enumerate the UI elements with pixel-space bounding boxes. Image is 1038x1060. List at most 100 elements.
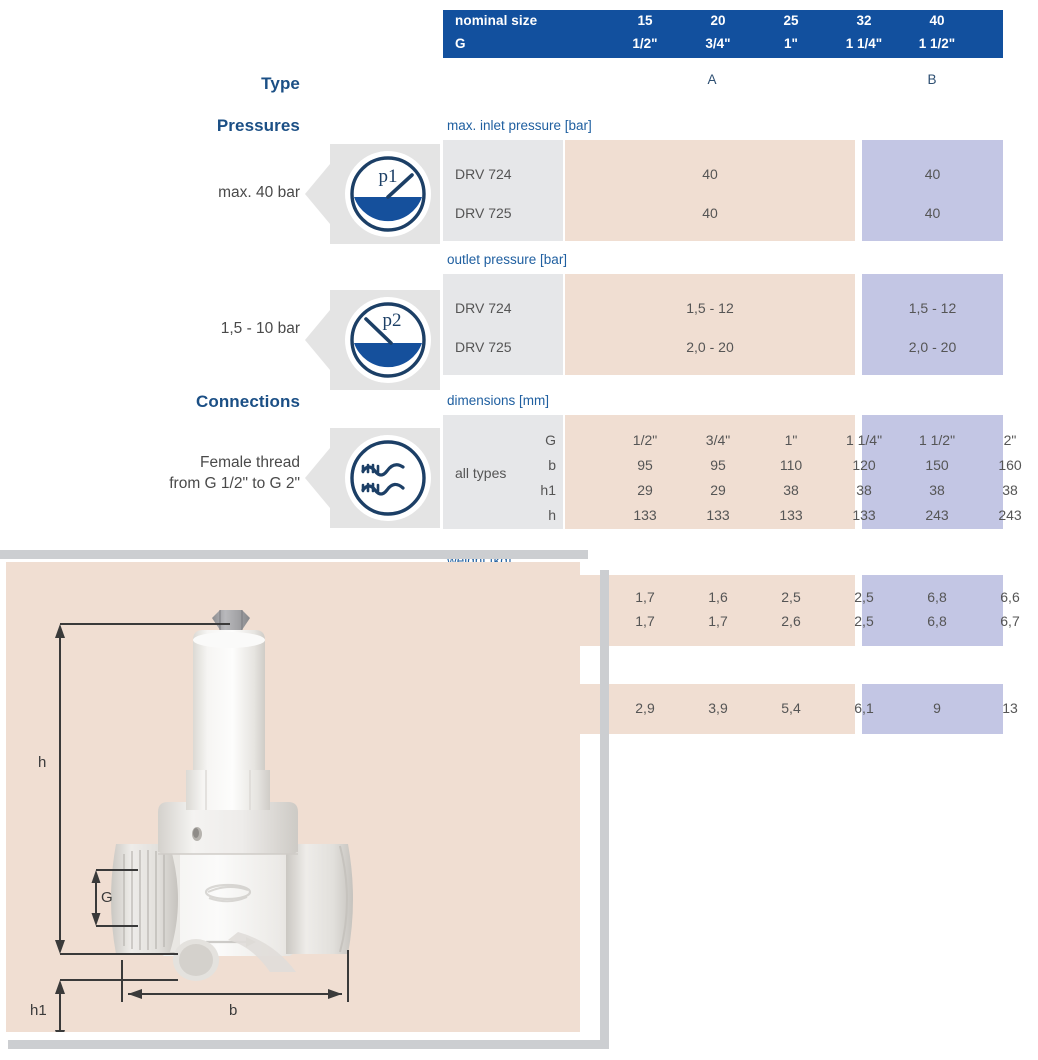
dim-G-3: 1 1/4" [845,432,883,448]
dim-b-1: 95 [710,457,726,473]
zone-b-column [862,140,1003,241]
pressure-reducing-valve-drawing: h h1 G b [0,562,580,1045]
weight-725-3: 2,5 [854,613,874,629]
type-label-b: B [927,72,937,87]
weight-724-2: 2,5 [781,589,801,605]
table-dimensions: all types G b h1 h 1/2" 3/4" 1" 1 1/4" 1… [443,415,1022,529]
size-header-table: nominal size 15 20 25 32 40 50 G 1/2" 3/… [443,10,1018,58]
heading-connections: Connections [195,392,300,411]
badge-inlet-pressure: p1 [305,144,440,244]
weight-725-4: 6,8 [927,613,947,629]
pressure-gauge-p1-icon: p1 [345,151,431,237]
dimension-label-G: G [101,889,113,906]
table-outlet-pressure: DRV 724 1,5 - 12 1,5 - 12 DRV 725 2,0 - … [443,274,1003,375]
caption-dimensions: dimensions [mm] [447,393,550,408]
dim-G-4: 1 1/2" [918,432,956,448]
header-nominal-size-2: 25 [783,13,799,28]
dim-row-label-h: h [548,507,556,523]
outlet-724-b: 1,5 - 12 [908,300,957,316]
row-label-drv724: DRV 724 [455,300,512,316]
dim-b-3: 120 [852,457,876,473]
dim-G-0: 1/2" [632,432,658,448]
header-label-thread: G [455,36,466,51]
zone-label-column [443,415,563,529]
header-nominal-size-1: 20 [710,13,726,28]
header-nominal-size-5: 50 [1002,13,1018,28]
dim-h-1: 133 [706,507,730,523]
dim-h1-1: 29 [710,482,726,498]
header-thread-4: 1 1/2" [918,36,956,51]
kvs-5: 13 [1002,700,1018,716]
header-thread-0: 1/2" [632,36,658,51]
dim-h-4: 243 [925,507,949,523]
pressure-gauge-p2-icon: p2 [345,297,431,383]
caption-outlet-pressure: outlet pressure [bar] [447,252,568,267]
zone-a-column [565,415,855,529]
header-row-thread: G 1/2" 3/4" 1" 1 1/4" 1 1/2" 2" [443,33,1017,57]
header-thread-5: 2" [1003,36,1017,51]
row-label-drv725: DRV 725 [455,339,512,355]
row-label-drv725: DRV 725 [455,205,512,221]
inlet-724-b: 40 [924,166,941,182]
header-thread-1: 3/4" [705,36,731,51]
type-row: A B [443,72,1003,98]
group-label-all-types: all types [455,465,507,481]
dim-h1-2: 38 [783,482,799,498]
panel-frame-right [600,570,609,1048]
dim-h1-3: 38 [856,482,872,498]
header-thread-3: 1 1/4" [845,36,883,51]
dim-b-0: 95 [637,457,653,473]
zone-a-column [565,274,855,375]
text-max-inlet-pressure: max. 40 bar [218,184,300,201]
dim-h1-4: 38 [929,482,945,498]
inlet-725-b: 40 [924,205,941,221]
dim-h-2: 133 [779,507,803,523]
zone-a-column [565,575,855,646]
dim-h-5: 243 [998,507,1022,523]
heading-type: Type [261,74,300,93]
zone-a-column [565,140,855,241]
svg-text:p2: p2 [383,310,402,331]
zone-a-column [565,684,855,734]
dim-row-label-G: G [545,432,556,448]
row-label-drv724: DRV 724 [455,166,512,182]
outlet-725-b: 2,0 - 20 [908,339,957,355]
zone-label-column [443,140,563,241]
zone-label-column [443,274,563,375]
weight-725-1: 1,7 [708,613,728,629]
table-max-inlet-pressure: DRV 724 40 40 DRV 725 40 40 [443,140,1003,241]
text-outlet-pressure-range: 1,5 - 10 bar [220,320,300,337]
kvs-1: 3,9 [708,700,728,716]
dim-h1-5: 38 [1002,482,1018,498]
badge-outlet-pressure: p2 [305,290,440,390]
dim-b-2: 110 [779,457,803,473]
weight-724-5: 6,6 [1000,589,1020,605]
weight-724-1: 1,6 [708,589,728,605]
outlet-725-a: 2,0 - 20 [686,339,734,355]
zone-b-column [862,415,1003,529]
connection-line-1: Female thread [200,454,300,471]
svg-text:p1: p1 [379,166,398,187]
panel-frame-top [0,550,588,559]
kvs-3: 6,1 [854,700,874,716]
dimension-label-h1: h1 [30,1002,47,1019]
header-nominal-size-0: 15 [637,13,653,28]
text-connection-type: Female thread from G 1/2" to G 2" [0,452,300,494]
dim-G-1: 3/4" [705,432,731,448]
header-thread-2: 1" [784,36,798,51]
zone-b-column [862,274,1003,375]
weight-724-4: 6,8 [927,589,947,605]
weight-724-0: 1,7 [635,589,655,605]
inlet-725-a: 40 [702,205,718,221]
dimension-label-b: b [229,1002,238,1019]
outlet-724-a: 1,5 - 12 [686,300,734,316]
dim-G-2: 1" [784,432,798,448]
weight-724-3: 2,5 [854,589,874,605]
dim-h-3: 133 [852,507,876,523]
dim-b-5: 160 [998,457,1022,473]
inlet-724-a: 40 [702,166,718,182]
heading-pressures: Pressures [216,116,300,135]
dim-row-label-h1: h1 [540,482,556,498]
header-label-nominal-size: nominal size [455,13,538,28]
dim-row-label-b: b [548,457,556,473]
